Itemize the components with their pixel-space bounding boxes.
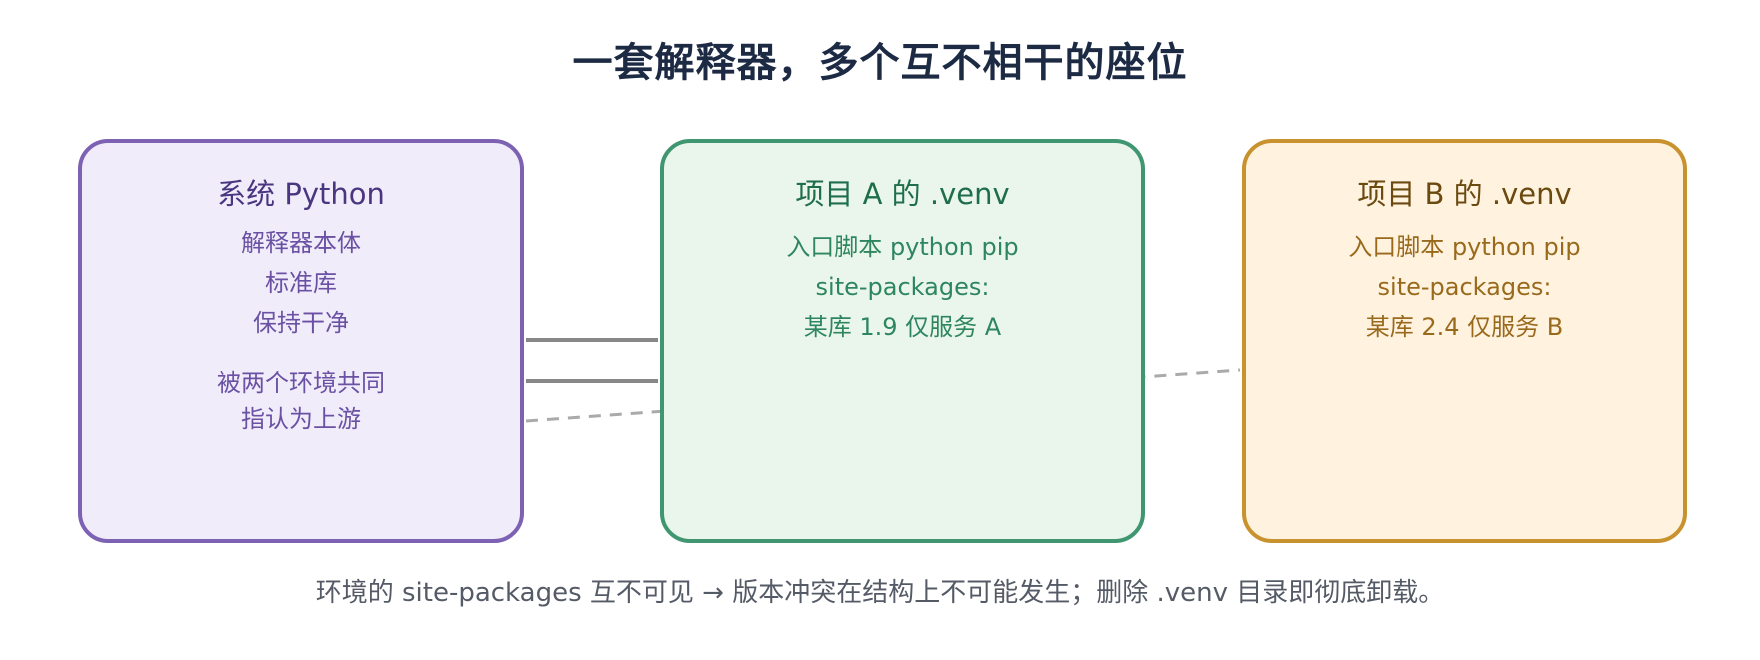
system-python-box: 系统 Python 解释器本体 标准库 保持干净 被两个环境共同 指认为上游 (78, 139, 524, 543)
venv-a-box: 项目 A 的 .venv 入口脚本 python pip site-packag… (660, 139, 1145, 543)
diagram-title: 一套解释器，多个互不相干的座位 (572, 40, 1188, 86)
caption: 环境的 site-packages 互不可见 → 版本冲突在结构上不可能发生；删… (315, 578, 1445, 608)
system-python-line: 保持干净 (253, 309, 349, 337)
venv-b-line: 入口脚本 python pip (1348, 233, 1581, 261)
system-python-note-line: 指认为上游 (241, 405, 361, 433)
venv-b-box: 项目 B 的 .venv 入口脚本 python pip site-packag… (1242, 139, 1687, 543)
venv-b-title: 项目 B 的 .venv (1357, 177, 1572, 211)
venv-b-line: site-packages: (1377, 273, 1552, 301)
venv-a-line: 某库 1.9 仅服务 A (803, 313, 1002, 341)
system-python-line: 解释器本体 (241, 229, 361, 257)
system-python-line: 标准库 (265, 269, 337, 297)
system-python-note-line: 被两个环境共同 (217, 369, 385, 397)
venv-a-line: site-packages: (815, 273, 990, 301)
venv-a-details: 入口脚本 python pip site-packages: 某库 1.9 仅服… (664, 227, 1141, 347)
venv-b-line: 某库 2.4 仅服务 B (1365, 313, 1564, 341)
venv-a-line: 入口脚本 python pip (786, 233, 1019, 261)
venv-b-details: 入口脚本 python pip site-packages: 某库 2.4 仅服… (1246, 227, 1683, 347)
system-python-title: 系统 Python (217, 177, 385, 211)
system-python-note: 被两个环境共同 指认为上游 (82, 365, 520, 437)
venv-a-title: 项目 A 的 .venv (795, 177, 1010, 211)
system-python-details: 解释器本体 标准库 保持干净 (82, 223, 520, 343)
